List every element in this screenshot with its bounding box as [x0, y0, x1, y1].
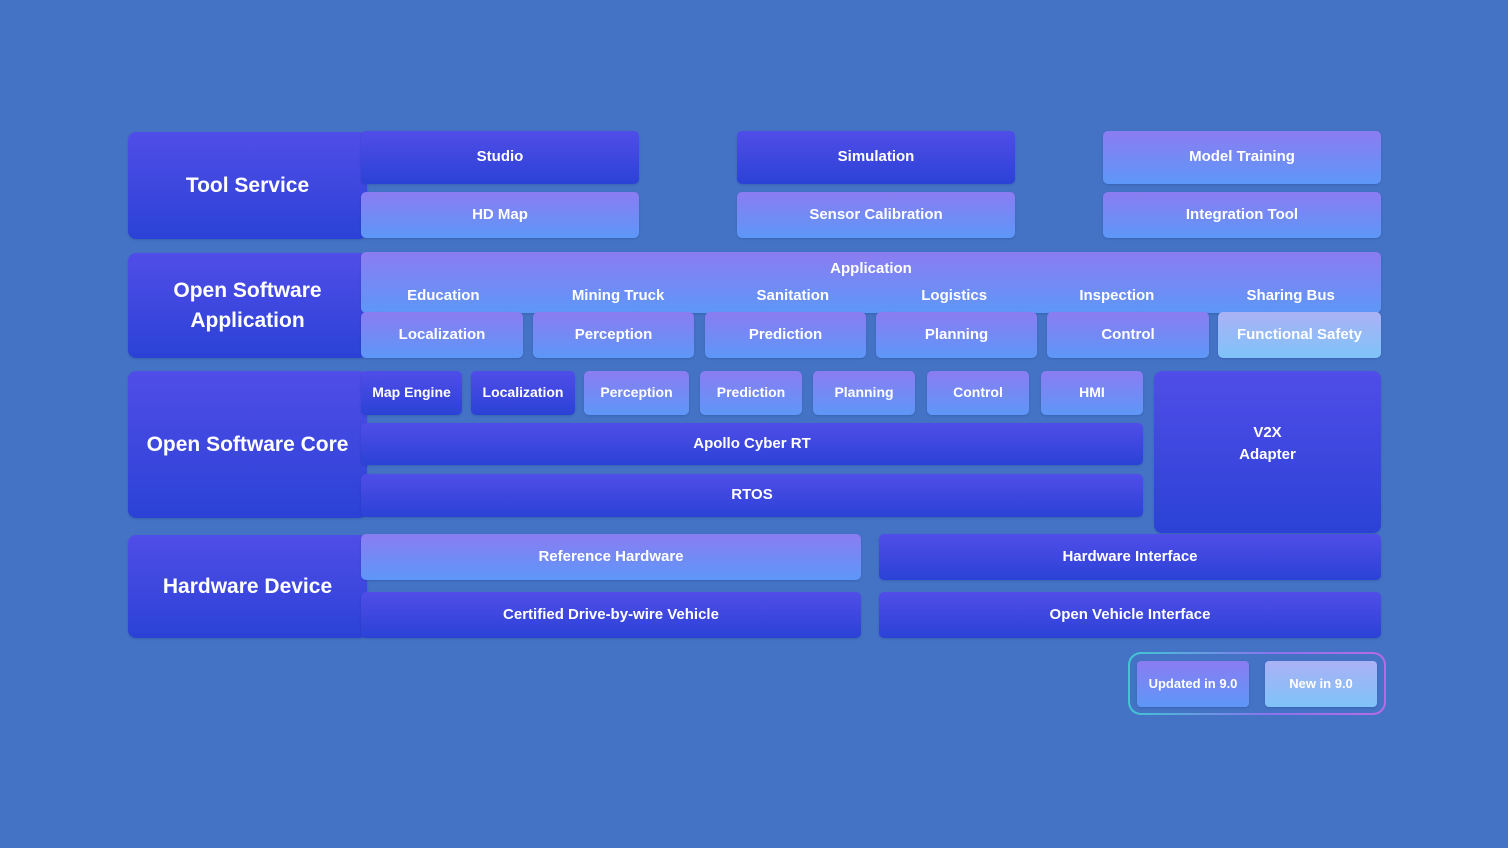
domain-inspection: Inspection — [1079, 287, 1155, 305]
block-app-localization: Localization — [361, 312, 523, 358]
domain-sharing-bus: Sharing Bus — [1246, 287, 1335, 305]
v2x-line1: V2X — [1253, 424, 1282, 441]
block-open-vehicle-interface: Open Vehicle Interface — [879, 592, 1381, 638]
block-core-perception: Perception — [584, 371, 689, 415]
category-hardware-device: Hardware Device — [128, 535, 367, 638]
block-model-training: Model Training — [1103, 131, 1381, 184]
block-sensor-calibration: Sensor Calibration — [737, 192, 1015, 238]
block-app-control: Control — [1047, 312, 1209, 358]
category-tool-service: Tool Service — [128, 132, 367, 239]
block-hd-map: HD Map — [361, 192, 639, 238]
domain-mining-truck: Mining Truck — [571, 287, 665, 305]
v2x-line2: Adapter — [1239, 446, 1296, 463]
application-title: Application — [830, 259, 912, 277]
block-apollo-cyber-rt: Apollo Cyber RT — [361, 423, 1143, 465]
application-domains: Education Mining Truck Sanitation Logist… — [361, 280, 1381, 313]
domain-logistics: Logistics — [921, 287, 988, 305]
block-hmi: HMI — [1041, 371, 1143, 415]
block-app-perception: Perception — [533, 312, 694, 358]
block-core-control: Control — [927, 371, 1029, 415]
block-app-planning: Planning — [876, 312, 1037, 358]
block-simulation: Simulation — [737, 131, 1015, 184]
legend-box: Updated in 9.0 New in 9.0 — [1128, 652, 1386, 715]
block-reference-hardware: Reference Hardware — [361, 534, 861, 580]
block-rtos: RTOS — [361, 474, 1143, 517]
block-integration-tool: Integration Tool — [1103, 192, 1381, 238]
block-core-localization: Localization — [471, 371, 575, 415]
legend-inner: Updated in 9.0 New in 9.0 — [1130, 654, 1384, 713]
block-certified-drive-by-wire-vehicle: Certified Drive-by-wire Vehicle — [361, 592, 861, 638]
category-open-software-core: Open Software Core — [128, 371, 367, 518]
block-functional-safety: Functional Safety — [1218, 312, 1381, 358]
block-core-prediction: Prediction — [700, 371, 802, 415]
block-hardware-interface: Hardware Interface — [879, 534, 1381, 580]
block-v2x-adapter: V2X Adapter — [1154, 371, 1381, 533]
block-application: Application Education Mining Truck Sanit… — [361, 252, 1381, 313]
block-core-planning: Planning — [813, 371, 915, 415]
domain-education: Education — [407, 287, 480, 305]
block-app-prediction: Prediction — [705, 312, 866, 358]
block-studio: Studio — [361, 131, 639, 184]
domain-sanitation: Sanitation — [756, 287, 830, 305]
legend-new-chip: New in 9.0 — [1265, 660, 1377, 707]
category-open-software-application: Open Software Application — [128, 253, 367, 358]
legend-updated-chip: Updated in 9.0 — [1137, 660, 1249, 707]
block-map-engine: Map Engine — [361, 371, 462, 415]
